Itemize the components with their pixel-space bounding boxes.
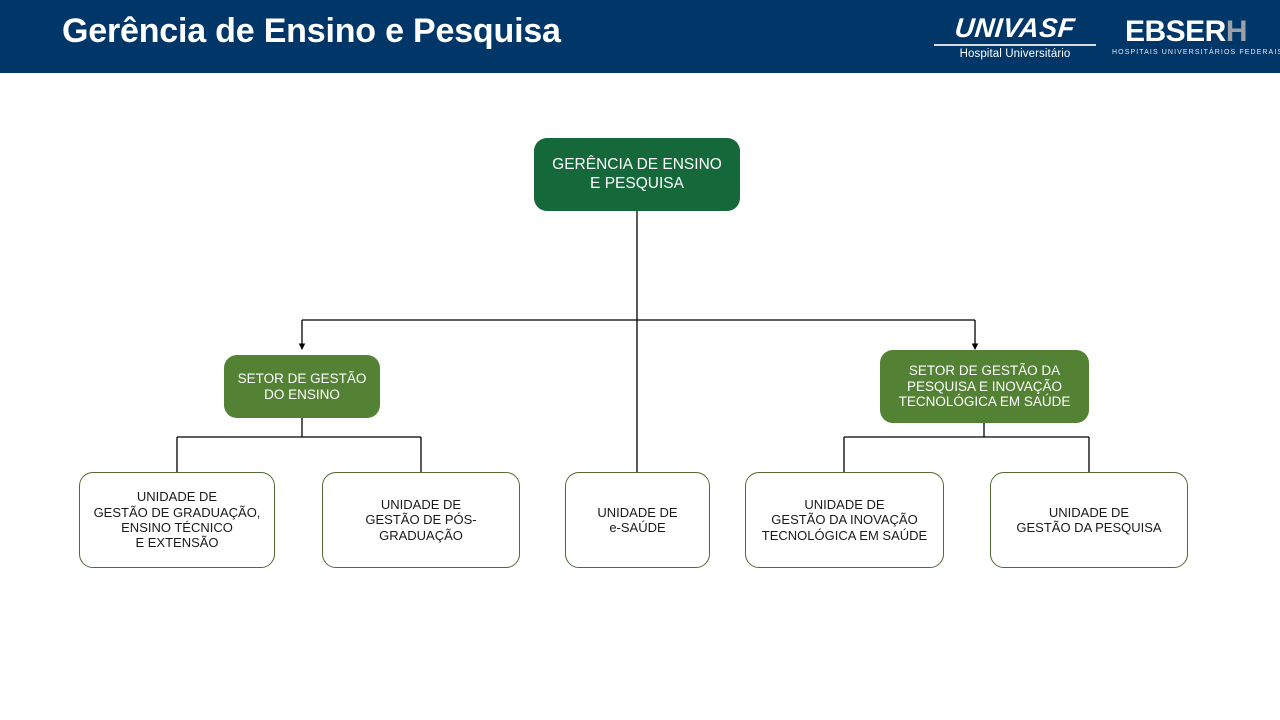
org-node-root-label: GERÊNCIA DE ENSINO E PESQUISA [552, 156, 722, 192]
org-node-unit-pos-graduacao[interactable]: UNIDADE DE GESTÃO DE PÓS- GRADUAÇÃO [322, 472, 520, 568]
org-node-unit-graduacao-ensino-tecnico-extensao[interactable]: UNIDADE DE GESTÃO DE GRADUAÇÃO, ENSINO T… [79, 472, 275, 568]
org-node-unit-e-saude-label: UNIDADE DE e-SAÚDE [597, 504, 678, 535]
ebserh-wordmark-accent: H [1225, 15, 1248, 48]
org-node-unit-e-saude[interactable]: UNIDADE DE e-SAÚDE [565, 472, 710, 568]
page-title: Gerência de Ensino e Pesquisa [62, 12, 561, 50]
org-node-unit-inovacao-tecnologica-em-saude-label: UNIDADE DE GESTÃO DA INOVAÇÃO TECNOLÓGIC… [761, 497, 928, 543]
org-node-unit-pos-graduacao-label: UNIDADE DE GESTÃO DE PÓS- GRADUAÇÃO [365, 497, 477, 543]
ebserh-logo: EBSERH HOSPITAIS UNIVERSITÁRIOS FEDERAIS [1112, 16, 1280, 58]
org-node-sector-gestao-do-ensino[interactable]: SETOR DE GESTÃO DO ENSINO [224, 355, 380, 418]
org-node-root[interactable]: GERÊNCIA DE ENSINO E PESQUISA [534, 138, 740, 211]
org-node-sector-gestao-do-ensino-label: SETOR DE GESTÃO DO ENSINO [237, 370, 367, 402]
univasf-logo-subtitle: Hospital Universitário [959, 48, 1071, 60]
header-band [0, 0, 1280, 73]
org-node-unit-inovacao-tecnologica-em-saude[interactable]: UNIDADE DE GESTÃO DA INOVAÇÃO TECNOLÓGIC… [745, 472, 944, 568]
org-node-sector-gestao-da-pesquisa-inovacao-label: SETOR DE GESTÃO DA PESQUISA E INOVAÇÃO T… [898, 362, 1071, 410]
univasf-wordmark: UNIVASF [953, 13, 1077, 43]
ebserh-wordmark: EBSERH [1112, 16, 1260, 47]
org-node-sector-gestao-da-pesquisa-inovacao[interactable]: SETOR DE GESTÃO DA PESQUISA E INOVAÇÃO T… [880, 350, 1089, 423]
ebserh-wordmark-main: EBSER [1124, 15, 1226, 48]
org-node-unit-gestao-da-pesquisa[interactable]: UNIDADE DE GESTÃO DA PESQUISA [990, 472, 1188, 568]
univasf-logo: UNIVASF Hospital Universitário [932, 13, 1098, 61]
org-node-unit-gestao-da-pesquisa-label: UNIDADE DE GESTÃO DA PESQUISA [1016, 504, 1162, 535]
org-node-unit-graduacao-ensino-tecnico-extensao-label: UNIDADE DE GESTÃO DE GRADUAÇÃO, ENSINO T… [93, 489, 261, 551]
ebserh-logo-subtitle: HOSPITAIS UNIVERSITÁRIOS FEDERAIS [1112, 49, 1280, 56]
univasf-logo-rule [934, 44, 1096, 46]
